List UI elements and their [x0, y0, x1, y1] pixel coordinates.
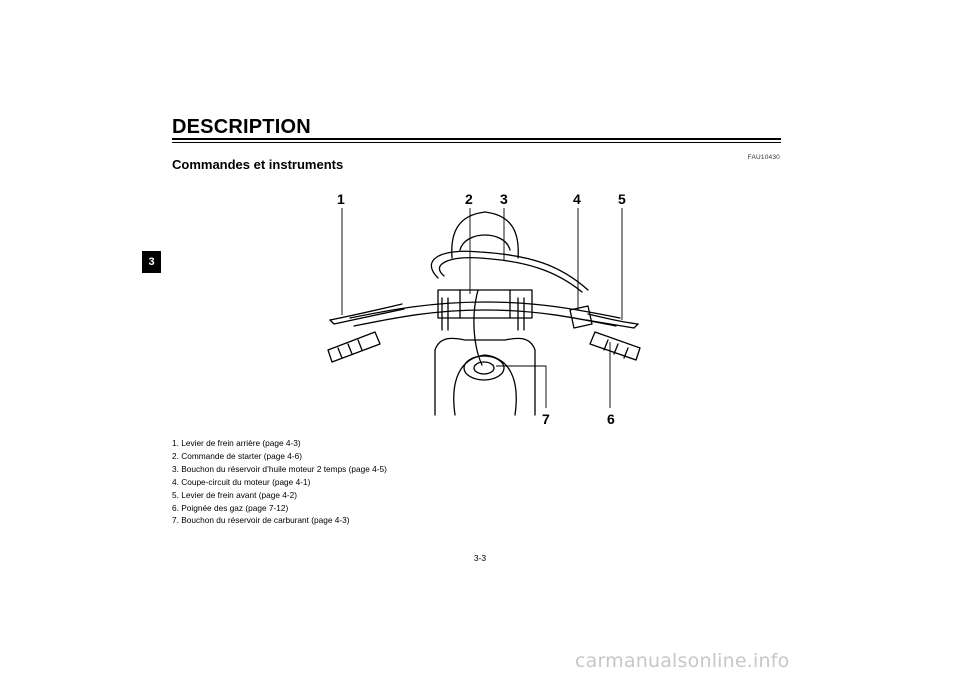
callout-7: 7	[542, 411, 550, 427]
watermark: carmanualsonline.info	[575, 650, 790, 672]
legend-item: 7. Bouchon du réservoir de carburant (pa…	[172, 515, 350, 526]
title-rule-thin	[172, 142, 781, 143]
callout-6: 6	[607, 411, 615, 427]
legend-item: 6. Poignée des gaz (page 7-12)	[172, 502, 289, 513]
legend-item: 5. Levier de frein avant (page 4-2)	[172, 489, 297, 500]
title-rule	[172, 138, 781, 140]
legend-item: 4. Coupe-circuit du moteur (page 4-1)	[172, 476, 311, 487]
callout-1: 1	[337, 191, 345, 207]
section-heading: Commandes et instruments	[172, 157, 344, 172]
callout-5: 5	[618, 191, 626, 207]
callout-4: 4	[573, 191, 581, 207]
legend-item: 2. Commande de starter (page 4-6)	[172, 450, 303, 461]
page-title: DESCRIPTION	[172, 116, 311, 138]
handlebar-illustration: 1 2 3 4 5 6 7	[327, 191, 641, 427]
callout-2: 2	[465, 191, 473, 207]
legend-item: 1. Levier de frein arrière (page 4-3)	[172, 438, 301, 448]
document-code: FAU10430	[747, 154, 780, 161]
figure-legend: 1. Levier de frein arrière (page 4-3) 2.…	[172, 437, 387, 527]
callout-3: 3	[500, 191, 508, 207]
page-number: 3-3	[473, 553, 487, 563]
legend-item: 3. Bouchon du réservoir d’huile moteur 2…	[172, 463, 387, 474]
chapter-tab: 3	[142, 251, 161, 273]
